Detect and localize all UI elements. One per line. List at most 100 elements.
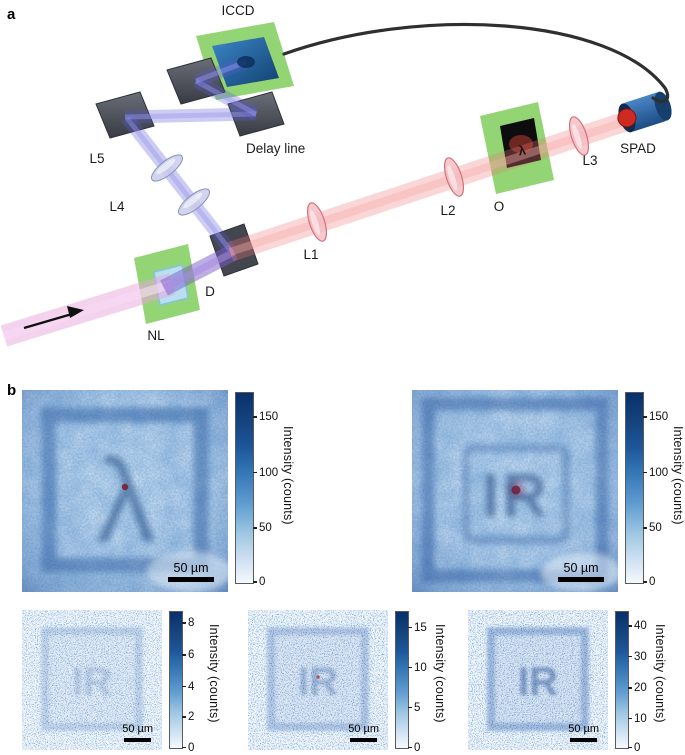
colorbar-tick: 4 [181,680,195,693]
ir-pattern: IR [518,660,558,704]
colorbar: 150 100 50 0 [625,392,668,588]
delay-mirror-2-icon [227,91,285,137]
scalebar: 50 µm [122,724,153,742]
pump-spot [316,675,320,679]
colorbar-tick: 15 [408,621,427,634]
image-group-iccd-ir: IR 50 µm 150 100 50 0 Intensity (counts) [412,390,685,592]
input-arrow-icon [23,306,84,330]
ir-pattern: IR [72,660,112,704]
colorbar-gradient [625,392,644,584]
label-l1: L1 [303,247,318,262]
colorbar-tick: 30 [628,650,647,663]
object-lambda-glyph: λ [517,142,527,158]
lens-l4-icon [178,188,210,216]
image-group-spad-mid: IR 50 µm 15 10 5 0 Intensity (counts) [248,610,447,754]
image-group-spad-high: IR 50 µm 40 30 20 10 0 Intensity (counts… [468,610,667,754]
speckle-image-small-2: IR 50 µm [248,610,388,750]
label-l2: L2 [440,203,455,218]
colorbar-gradient [169,611,183,749]
stamp-inner-frame [462,444,570,544]
colorbar-tick: 0 [252,576,266,589]
colorbar: 150 100 50 0 [235,392,278,588]
scalebar-label: 50 µm [173,560,209,575]
stamp-frame [41,407,209,573]
optical-setup-diagram: λ [0,3,672,347]
colorbar-tick: 0 [407,741,421,754]
stamp-frame [267,627,369,731]
colorbar-tick: 2 [181,711,195,724]
label-o: O [494,199,505,214]
colorbar-tick: 100 [252,466,279,479]
pump-spot [511,485,521,495]
ir-pattern: IR [298,660,338,704]
panel-a-label: a [7,6,16,23]
lens-l5-icon [151,154,183,182]
iccd-beam-spot [237,56,255,68]
colorbar-axis-label: Intensity (counts) [671,426,685,525]
colorbar-tick: 8 [181,617,195,630]
speckle-image-ir: IR 50 µm [412,390,618,592]
scalebar: 50 µm [168,560,214,582]
colorbar-gradient [615,611,629,749]
colorbar-tick: 150 [642,410,669,423]
pump-spot [121,483,129,491]
colorbar-tick: 150 [252,410,279,423]
image-group-spad-low: IR 50 µm 8 6 4 2 0 Intensity (counts) [22,610,221,754]
colorbar: 8 6 4 2 0 [169,611,194,754]
scalebar: 50 µm [568,724,599,742]
colorbar-tick: 0 [642,576,656,589]
colorbar: 40 30 20 10 0 [615,611,647,754]
colorbar-gradient [235,392,254,584]
lens-l1-icon [306,202,328,242]
object-beam-spot [509,135,533,153]
lens-l3-icon [568,116,590,156]
ir-pattern: IR [482,462,550,531]
label-iccd: ICCD [222,3,255,18]
colorbar-axis-label: Intensity (counts) [433,624,447,723]
scalebar-bar [570,738,598,742]
stamp-frame [487,627,589,731]
colorbar-gradient [395,611,409,749]
colorbar-tick: 40 [628,620,647,633]
scalebar-bar [350,738,378,742]
scalebar-label: 50 µm [348,723,379,736]
object-mask [500,118,541,168]
scalebar-label: 50 µm [122,723,153,736]
spad-detector [617,91,672,133]
label-spad: SPAD [620,141,656,156]
delay-mirror-1-icon [166,57,226,105]
stamp-frame [41,627,143,731]
colorbar-tick: 10 [628,712,647,725]
colorbar: 15 10 5 0 [395,611,427,754]
speckle-image-lambda: λ 50 µm [22,390,228,592]
colorbar-tick: 100 [642,466,669,479]
colorbar-axis-label: Intensity (counts) [653,624,667,723]
panel-b-label: b [7,382,17,399]
label-l5: L5 [89,151,104,166]
scalebar-label: 50 µm [568,723,599,736]
colorbar-tick: 50 [643,522,662,535]
colorbar-axis-label: Intensity (counts) [281,426,295,525]
scalebar-bar [124,738,152,742]
label-nl: NL [147,328,165,343]
scalebar-bar [168,577,214,582]
colorbar-tick: 0 [181,741,195,754]
colorbar-tick: 0 [627,741,641,754]
colorbar-tick: 6 [181,649,195,662]
colorbar-tick: 5 [407,701,421,714]
lens-l2-icon [443,157,465,197]
scalebar: 50 µm [558,560,604,582]
speckle-image-small-1: IR 50 µm [22,610,162,750]
scalebar: 50 µm [348,724,379,742]
image-group-iccd-lambda: λ 50 µm 150 100 50 0 Intensity (counts) [22,390,295,592]
lambda-pattern: λ [97,435,156,567]
signal-beam [121,55,260,254]
scalebar-bar [558,577,604,582]
colorbar-tick: 20 [628,682,647,695]
colorbar-tick: 10 [408,661,427,674]
scalebar-label: 50 µm [563,560,599,575]
mirror-icon [95,91,155,139]
colorbar-axis-label: Intensity (counts) [207,624,221,723]
pump-beam [0,244,238,347]
